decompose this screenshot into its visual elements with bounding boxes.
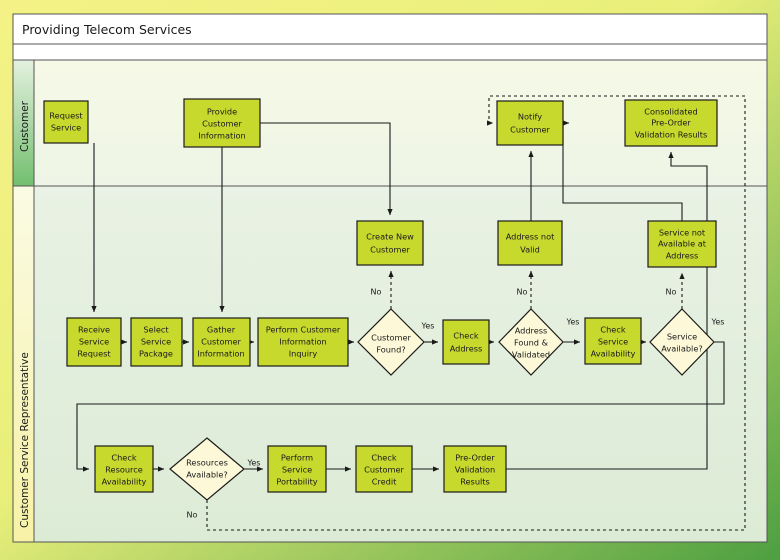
edge-label-customer-found-no: No: [371, 288, 382, 297]
edge-resources-available-no: [206, 95, 746, 531]
subtitle-bar: [12, 43, 768, 61]
lane-csr-label: Customer Service Representative: [19, 352, 31, 528]
edge-label-service-available-yes: Yes: [711, 318, 725, 327]
edge-service-available-yes: [76, 341, 725, 472]
node-check-resource-availability[interactable]: Check Resource Availability: [94, 445, 154, 493]
connector-layer: [76, 95, 746, 531]
node-provide-customer-information[interactable]: Provide Customer Information: [183, 98, 261, 148]
edge-label-layer: No Yes No Yes No Yes Yes No: [187, 288, 725, 520]
node-consolidated-pre-order-validation-results[interactable]: Consolidated Pre-Order Validation Result…: [624, 99, 718, 147]
node-service-not-available-at-address[interactable]: Service not Available at Address: [647, 220, 717, 268]
node-select-service-package[interactable]: Select Service Package: [130, 317, 183, 367]
lane-customer-label: Customer: [19, 100, 31, 152]
node-check-service-availability[interactable]: Check Service Availability: [584, 317, 642, 365]
node-pre-order-validation-results[interactable]: Pre-Order Validation Results: [443, 445, 507, 493]
edge-pre-order-to-consolidated: [506, 151, 708, 470]
edge-label-resources-available-no: No: [187, 511, 198, 520]
node-perform-service-portability[interactable]: Perform Service Portability: [267, 445, 327, 493]
edge-service-not-available-to-notify: [562, 120, 683, 221]
node-check-customer-credit[interactable]: Check Customer Credit: [355, 445, 413, 493]
edge-label-customer-found-yes: Yes: [421, 322, 435, 331]
node-perform-customer-information-inquiry[interactable]: Perform Customer Information Inquiry: [257, 317, 349, 367]
lane-csr-header: [12, 185, 35, 543]
node-check-address[interactable]: Check Address: [442, 319, 490, 365]
node-receive-service-request[interactable]: Receive Service Request: [66, 317, 122, 367]
node-gather-customer-information[interactable]: Gather Customer Information: [192, 317, 251, 367]
node-address-not-valid[interactable]: Address not Valid: [497, 220, 563, 266]
edge-provide-to-create-new-customer: [260, 122, 393, 216]
node-create-new-customer[interactable]: Create New Customer: [356, 220, 424, 266]
node-notify-customer[interactable]: Notify Customer: [496, 100, 564, 146]
node-request-service[interactable]: Request Service: [43, 100, 89, 144]
edge-label-service-available-no: No: [666, 288, 677, 297]
edge-label-address-found-no: No: [517, 288, 528, 297]
page-title: Providing Telecom Services: [22, 22, 192, 37]
edge-label-resources-available-yes: Yes: [247, 459, 261, 468]
title-bar: [12, 13, 768, 45]
edge-label-address-found-yes: Yes: [566, 318, 580, 327]
